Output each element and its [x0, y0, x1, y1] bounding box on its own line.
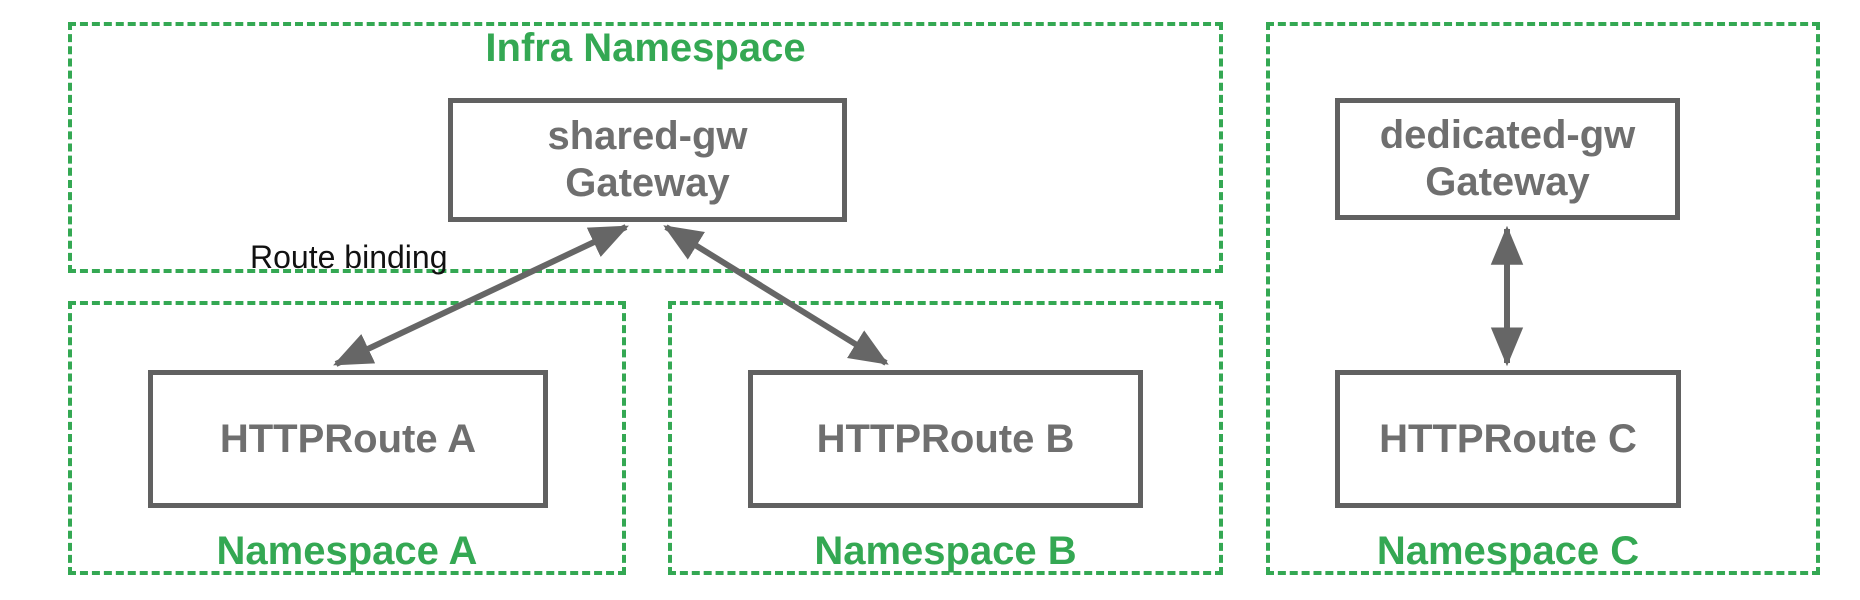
dedicated-gw-gateway-kind: Gateway: [1425, 160, 1590, 204]
namespace-b-label: Namespace B: [814, 529, 1077, 573]
dedicated-gw-gateway-node: dedicated-gw Gateway: [1335, 98, 1680, 220]
shared-gw-gateway-name: shared-gw: [547, 114, 748, 158]
dedicated-gw-gateway-name: dedicated-gw: [1379, 113, 1636, 157]
infra-namespace-label: Infra Namespace: [485, 26, 806, 70]
httproute-c-node: HTTPRoute C: [1335, 370, 1681, 508]
shared-gw-httproute-a-arrow: [333, 224, 629, 367]
namespace-a-label: Namespace A: [216, 529, 478, 573]
httproute-c-label: HTTPRoute C: [1379, 416, 1637, 461]
namespace-c-container: [1266, 22, 1820, 575]
shared-gw-gateway-node: shared-gw Gateway: [448, 98, 847, 222]
route-binding-label: Route binding: [250, 239, 448, 275]
shared-gw-gateway-kind: Gateway: [565, 161, 730, 205]
namespace-b-container: [668, 301, 1223, 575]
httproute-b-node: HTTPRoute B: [748, 370, 1143, 508]
httproute-a-node: HTTPRoute A: [148, 370, 548, 508]
shared-gw-httproute-b-arrow: [663, 224, 889, 366]
httproute-a-label: HTTPRoute A: [219, 416, 477, 461]
httproute-b-label: HTTPRoute B: [816, 416, 1075, 461]
namespace-c-label: Namespace C: [1376, 529, 1640, 573]
infra-namespace-container: [68, 22, 1223, 273]
